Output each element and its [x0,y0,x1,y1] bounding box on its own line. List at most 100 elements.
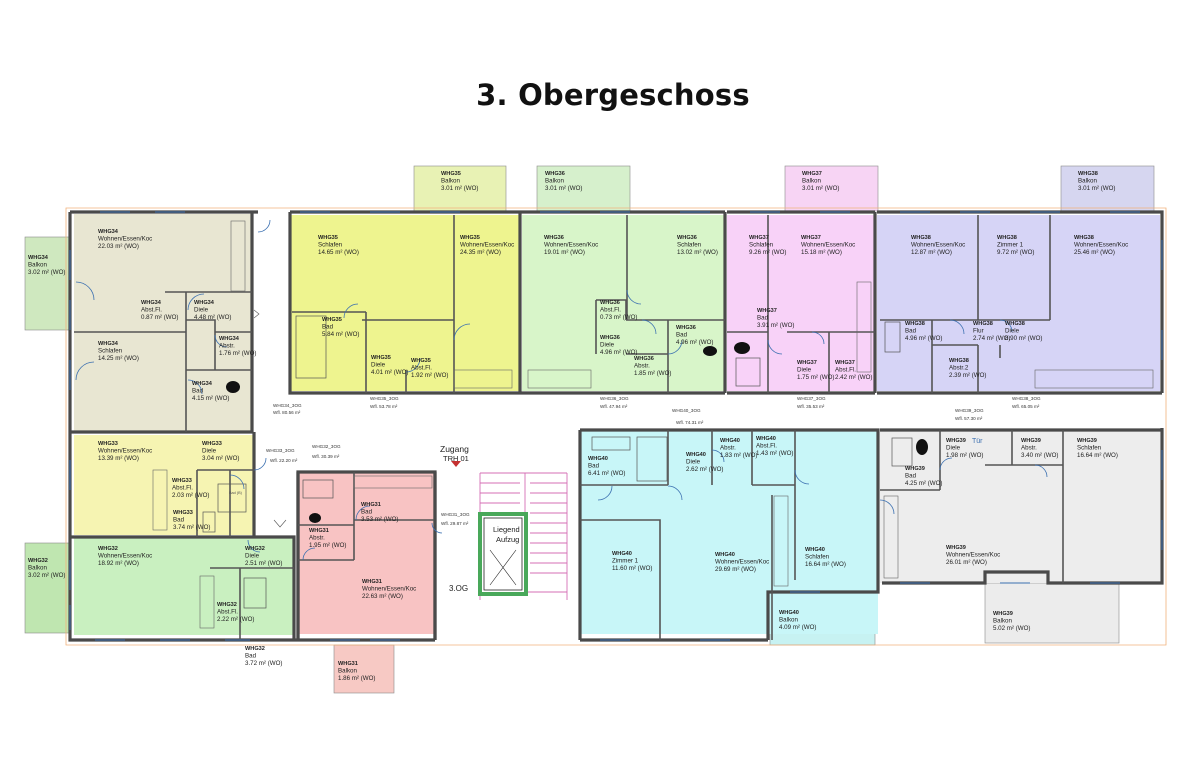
unit-area-whg34: Wfl. 80.56 m² [273,410,301,415]
lift-label-1: Liegend [493,525,520,534]
unit-code-whg31: WHG31_3OG [441,512,470,517]
balcony-whg32 [24,542,71,634]
unit-area-whg36: Wfl. 47.94 m² [600,404,628,409]
bath-tag-label: Bad (B) [229,491,243,495]
unit-area-whg31: Wfl. 29.87 m² [441,521,469,526]
balcony-whg37 [784,165,879,212]
apartment-whg35 [290,215,520,391]
unit-code-whg40: WHG40_3OG [672,408,701,413]
unit-area-whg37: Wfl. 35.53 m² [797,404,825,409]
corridor [254,392,1160,430]
unit-code-whg34: WHG34_3OG [273,403,302,408]
unit-code-whg39: WHG39_3OG [955,408,984,413]
apartment-whg33 [74,435,254,535]
lift-label-2: Aufzug [496,535,519,544]
unit-area-whg40: Wfl. 74.31 m² [676,420,704,425]
unit-area-whg32: Wfl. 30.39 m² [312,454,340,459]
unit-area-whg38: Wfl. 65.05 m² [1012,404,1040,409]
unit-area-whg35: Wfl. 53.78 m² [370,404,398,409]
unit-area-whg39: Wfl. 57.30 m² [955,416,983,421]
balcony-whg35 [413,165,507,212]
balcony-whg36 [536,165,631,212]
entrance-marker [451,461,461,467]
lift-shaft [478,512,528,596]
unit-code-whg35: WHG35_3OG [370,396,399,401]
unit-code-whg32: WHG32_3OG [312,444,341,449]
balcony-whg38 [1060,165,1155,212]
entrance-label: Zugang [440,444,469,454]
unit-code-whg37: WHG37_3OG [797,396,826,401]
stair-label: TRH 01 [443,454,469,463]
apartment-whg38 [877,215,1160,391]
floor-label: 3.OG [449,584,468,593]
balcony-whg39 [984,582,1120,644]
balcony-whg31 [333,644,395,694]
unit-code-whg36: WHG36_3OG [600,396,629,401]
unit-code-whg38: WHG38_3OG [1012,396,1041,401]
page-title: 3. Obergeschoss [476,78,750,112]
apartment-whg40 [580,430,878,634]
balcony-whg34 [24,236,71,331]
apartment-whg37 [727,215,875,391]
door-label-tuer: Tür [972,438,983,445]
apartment-whg32 [74,537,294,635]
